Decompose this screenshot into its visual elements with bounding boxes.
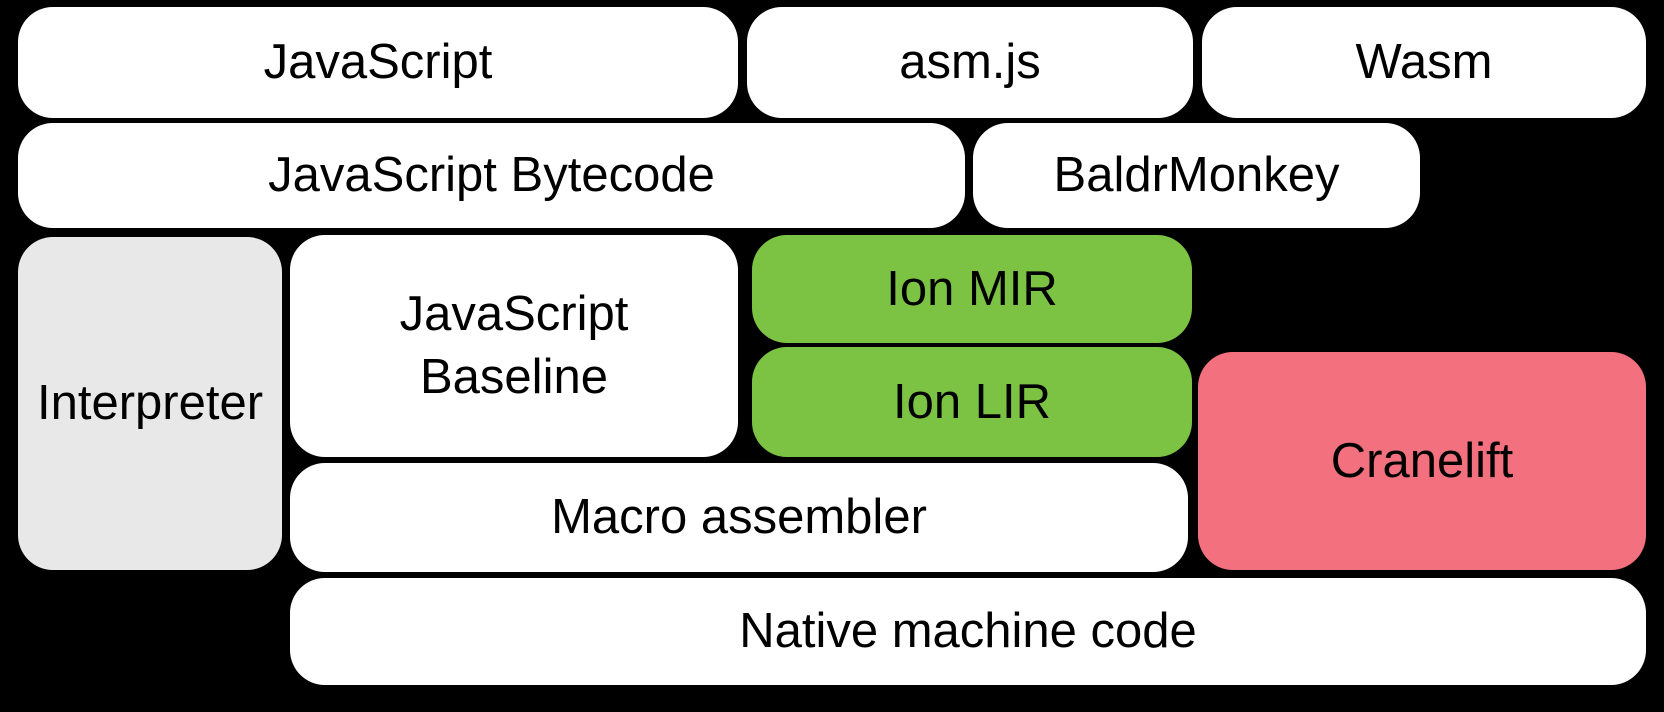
block-macro-assembler: Macro assembler bbox=[290, 463, 1188, 572]
block-ion-lir: Ion LIR bbox=[752, 347, 1192, 457]
block-cranelift: Cranelift bbox=[1198, 352, 1646, 570]
block-asmjs: asm.js bbox=[747, 7, 1193, 118]
block-javascript-bytecode: JavaScript Bytecode bbox=[18, 123, 965, 228]
block-javascript: JavaScript bbox=[18, 7, 738, 118]
block-interpreter: Interpreter bbox=[18, 237, 282, 570]
block-wasm: Wasm bbox=[1202, 7, 1646, 118]
block-ion-mir: Ion MIR bbox=[752, 235, 1192, 343]
block-baldrmonkey: BaldrMonkey bbox=[973, 123, 1420, 228]
block-native-machine-code: Native machine code bbox=[290, 578, 1646, 685]
block-javascript-baseline: JavaScript Baseline bbox=[290, 235, 738, 457]
